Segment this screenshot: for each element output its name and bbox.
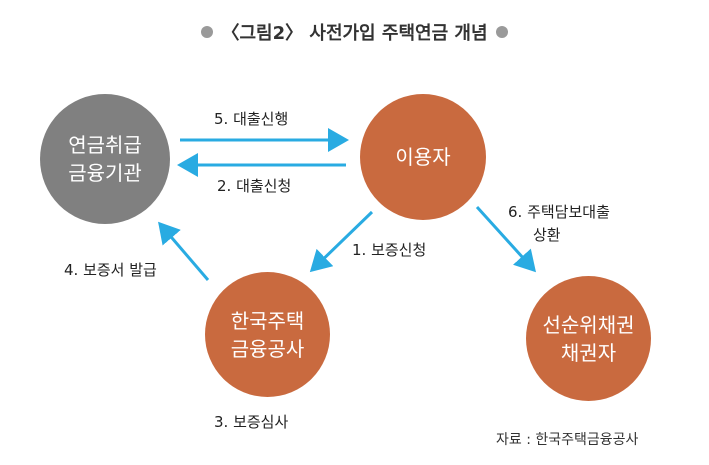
edge-label-guarantee-issue: 4. 보증서 발급 (64, 261, 157, 279)
arrow-guarantee-issue (158, 221, 210, 281)
title-text: 〈그림2〉 사전가입 주택연금 개념 (221, 23, 488, 44)
bullet-dot-right (495, 26, 508, 38)
node-senior-creditor-line2: 채권자 (560, 340, 617, 365)
node-housing-finance-corp: 한국주택 금융공사 (205, 272, 330, 397)
source-note: 자료 : 한국주택금융공사 (496, 432, 639, 448)
edge-label-loan-exec: 5. 대출신행 (214, 110, 289, 128)
edge-label-loan-apply: 2. 대출신청 (217, 177, 292, 195)
node-housing-finance-corp-line2: 금융공사 (230, 336, 305, 361)
node-financial-institution-line1: 연금취급 (68, 133, 142, 157)
node-senior-creditor: 선순위채권 채권자 (526, 276, 651, 401)
node-financial-institution: 연금취급 금융기관 (40, 94, 170, 224)
node-user: 이용자 (360, 94, 486, 220)
edge-label-repayment-line2: 상환 (533, 226, 561, 244)
node-housing-finance-corp-line1: 한국주택 (230, 308, 305, 333)
node-user-label: 이용자 (395, 145, 451, 169)
edge-label-guarantee-apply: 1. 보증신청 (352, 241, 427, 259)
node-senior-creditor-line1: 선순위채권 (542, 312, 635, 337)
arrow-repayment (475, 205, 537, 273)
bullet-dot-left (201, 26, 214, 38)
edge-label-repayment-line1: 6. 주택담보대출 (508, 203, 610, 221)
edge-label-guarantee-review: 3. 보증심사 (214, 413, 289, 431)
node-financial-institution-line2: 금융기관 (68, 161, 142, 185)
diagram-title: 〈그림2〉 사전가입 주택연금 개념 (0, 19, 709, 45)
arrow-guarantee-apply (309, 210, 374, 273)
